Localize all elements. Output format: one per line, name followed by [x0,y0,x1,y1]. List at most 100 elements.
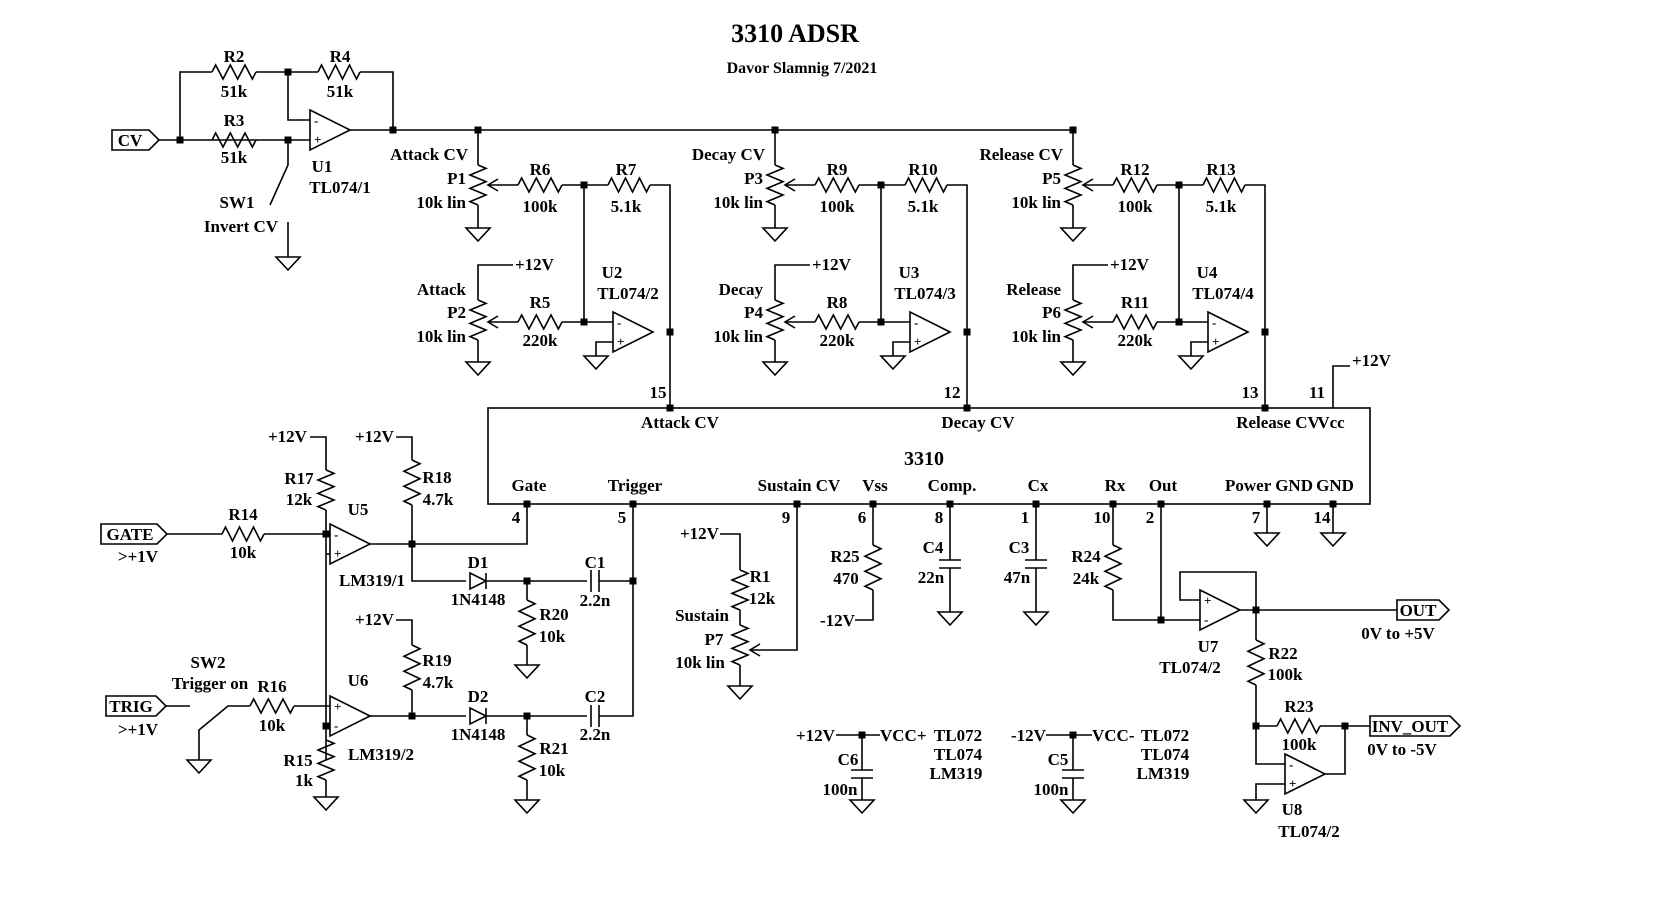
gate-port-sub: >+1V [118,547,159,566]
r20-ref: R20 [539,605,568,624]
chip-pin-number: 5 [618,508,627,527]
u2-ref: U2 [602,263,623,282]
supply-note-neg: TL074 [1141,745,1190,764]
wire [1255,685,1277,727]
d2-ref: D2 [468,687,489,706]
u3-value: TL074/3 [894,284,955,303]
r24-ref: R24 [1071,547,1101,566]
gate-input-port [100,523,169,545]
r25-ref: R25 [830,547,859,566]
r7-ref: R7 [616,160,637,179]
p4-value: 10k lin [713,327,763,346]
comparator-u6-input-sign: - [334,718,338,733]
chip-pin-number: 12 [944,383,961,402]
r25-value: 470 [833,569,859,588]
pot-p4 [764,299,786,341]
c5-supply-label: -12V [1011,726,1047,745]
resistor-r24 [1103,544,1123,591]
pot-p7 [729,624,751,666]
r14-value: 10k [230,543,257,562]
r7-value: 5.1k [611,197,642,216]
r6-value: 100k [523,197,559,216]
u1-value: TL074/1 [309,178,370,197]
c1-value: 2.2n [580,591,611,610]
r1-value: 12k [749,589,776,608]
resistor-r7 [607,176,651,194]
r2-ref: R2 [224,47,245,66]
u6-value: LM319/2 [348,745,414,764]
c4-ground [937,611,963,626]
resistor-r9 [814,176,860,194]
p2-ref: P2 [447,303,466,322]
p7-ref: P7 [705,630,724,649]
resistor-r25 [863,544,883,591]
resistor-r10 [904,176,948,194]
r25-supply-label: -12V [820,611,856,630]
wire [595,341,613,356]
chip-pin-name: Trigger [608,476,663,495]
wire [599,504,634,717]
resistor-r19 [402,644,422,691]
junction-dot [1069,126,1077,134]
p4-label: Decay [719,280,764,299]
sw2-ref: SW2 [191,653,226,672]
resistor-r5 [517,313,563,331]
supply-note-neg: TL072 [1141,726,1189,745]
wire [396,436,413,460]
u1-ref: U1 [312,157,333,176]
p3-ref: P3 [744,169,763,188]
r15-value: 1k [295,771,314,790]
r12-value: 100k [1118,197,1154,216]
wire [1332,365,1350,408]
p6-value: 10k lin [1011,327,1061,346]
r13-ref: R13 [1206,160,1235,179]
p5-wiper [1081,178,1094,192]
r8-value: 220k [820,331,856,350]
power-gnd-ground [1254,532,1280,547]
wire [650,184,671,332]
r16-value: 10k [259,716,286,735]
u8-ref: U8 [1282,800,1303,819]
supply-note-neg: LM319 [1137,764,1190,783]
opamp-u1-input-sign: - [314,113,318,128]
p7-wiper [748,643,761,657]
c3-ref: C3 [1009,538,1030,557]
inv-out-port-label: INV_OUT [1372,717,1449,736]
resistor-r12 [1112,176,1158,194]
wire [892,341,910,356]
r22-ref: R22 [1268,644,1297,663]
opamp-u1-input-sign: + [314,132,321,147]
resistor-r15 [315,739,337,781]
resistor-r6 [517,176,563,194]
wire [1112,590,1200,621]
inv-out-port [1369,715,1462,737]
pot-p1 [467,164,489,206]
c2-value: 2.2n [580,725,611,744]
r6-ref: R6 [530,160,551,179]
r18-ref: R18 [422,468,451,487]
r19-value: 4.7k [423,673,454,692]
resistor-r4 [317,63,361,81]
p4-wiper [783,315,796,329]
r11-ref: R11 [1121,293,1149,312]
u8-ground [1243,799,1269,814]
c3-value: 47n [1004,568,1031,587]
resistor-r22 [1246,639,1266,686]
r1-ref: R1 [750,567,771,586]
opamp-u8-input-sign: - [1289,757,1293,772]
trig-input-port [105,695,168,717]
wire [1072,264,1108,300]
p7-label: Sustain [675,606,729,625]
r16-ref: R16 [257,677,286,696]
opamp-u8-input-sign: + [1289,776,1296,791]
opamp-u2-input-sign: - [617,315,621,330]
chip-name: 3310 [904,448,944,470]
vcc-minus-label: VCC- [1092,726,1135,745]
resistor-r14 [221,525,265,543]
r17-value: 12k [286,490,313,509]
r17-supply-label: +12V [268,427,308,446]
p6-ground [1060,361,1086,376]
chip-pin-name: Power GND [1225,476,1313,495]
gate-port-label: GATE [107,525,154,544]
